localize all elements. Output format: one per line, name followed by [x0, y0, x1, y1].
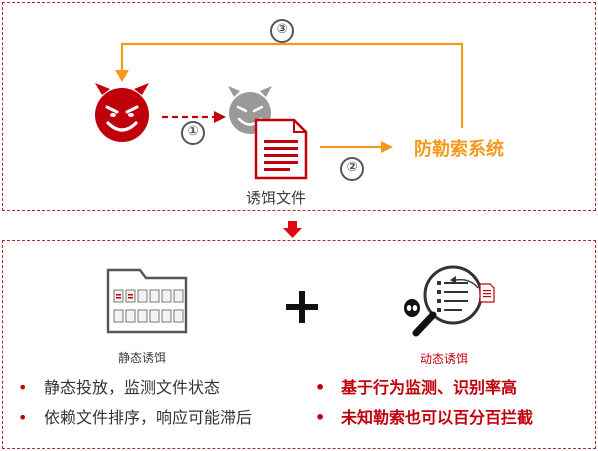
plus-icon	[286, 291, 318, 323]
down-arrow-icon	[283, 221, 302, 238]
static-decoy-points: 静态投放，监测文件状态 依赖文件排序，响应可能滞后	[18, 373, 252, 433]
decoy-file-label: 诱饵文件	[246, 189, 307, 207]
decoy-document-icon	[254, 118, 308, 180]
red-devil-icon	[95, 83, 149, 142]
step3-badge	[270, 19, 294, 43]
anti-ransomware-system-label: 防勒索系统	[414, 139, 504, 160]
skull-icon	[404, 299, 420, 317]
step1-number: ①	[187, 124, 199, 139]
dynamic-decoy-points: 基于行为监测、识别率高 未知勒索也可以百分百拦截	[315, 373, 533, 433]
static-point-2: 依赖文件排序，响应可能滞后	[18, 403, 252, 433]
static-decoy-title: 静态诱饵	[118, 351, 167, 365]
dynamic-decoy-magnifier-icon	[412, 265, 495, 337]
step2-arrowhead	[381, 141, 393, 153]
step3-arrow	[120, 42, 464, 128]
top-panel	[2, 2, 596, 211]
step3-number: ③	[276, 22, 288, 37]
step2-badge	[340, 157, 364, 181]
bottom-icons	[106, 265, 495, 337]
static-point-1: 静态投放，监测文件状态	[18, 373, 252, 403]
dynamic-point-2: 未知勒索也可以百分百拦截	[315, 403, 533, 433]
bottom-panel	[2, 240, 596, 449]
static-decoy-folder-icon	[106, 268, 188, 334]
step3-arrowhead	[115, 70, 129, 82]
step2-number: ②	[346, 160, 358, 175]
top-diagram	[95, 19, 464, 238]
step1-arrowhead	[214, 111, 226, 123]
step1-badge	[181, 121, 205, 145]
dynamic-point-1: 基于行为监测、识别率高	[315, 373, 533, 403]
dynamic-decoy-title: 动态诱饵	[420, 352, 469, 366]
